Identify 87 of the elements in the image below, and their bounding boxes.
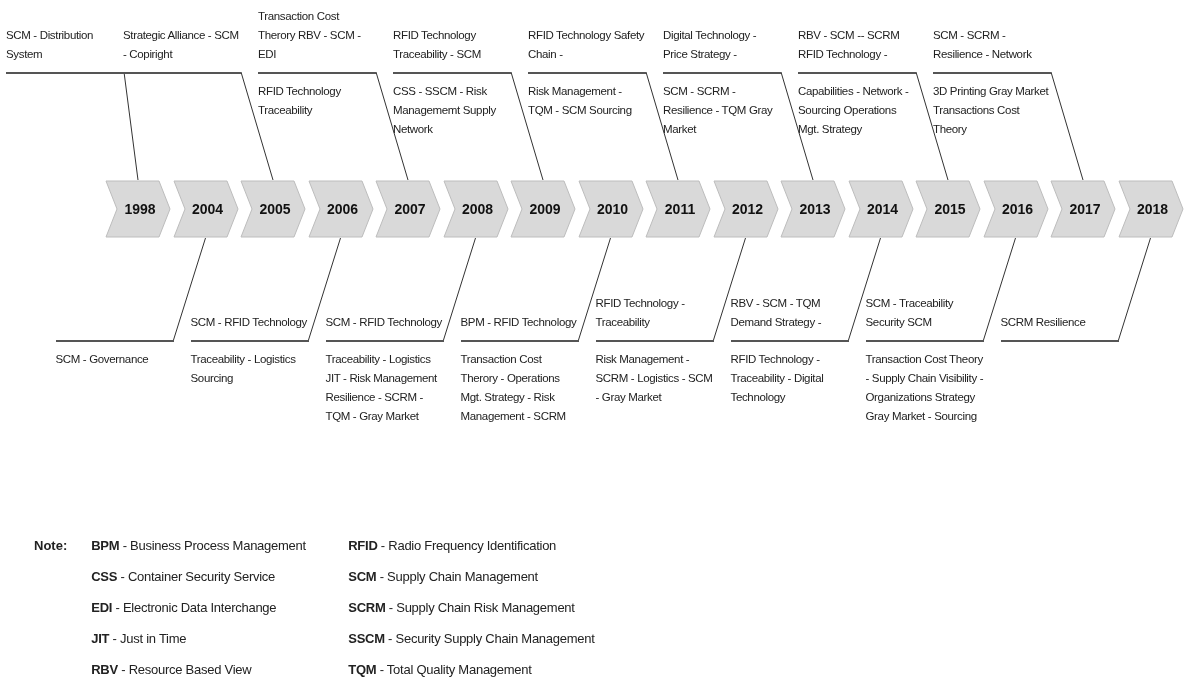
- year-label: 2005: [258, 199, 291, 219]
- abbreviation-note: SCM - Supply Chain Management: [348, 568, 539, 586]
- abbreviation-note: BPM - Business Process Management: [91, 537, 307, 555]
- timeline-segment: [375, 180, 441, 238]
- note-heading: Note:: [34, 537, 68, 555]
- timeline-segment: [780, 180, 846, 238]
- callout-text: SCM - Distribution System: [6, 28, 95, 62]
- timeline-segment: [645, 180, 711, 238]
- year-label: 2004: [190, 199, 224, 219]
- callout-text: SCRM Resilience: [1000, 315, 1087, 330]
- year-label: 2009: [528, 199, 561, 219]
- year-label: 2018: [1135, 199, 1169, 219]
- year-label: 2013: [798, 199, 831, 219]
- timeline-segment: [240, 180, 306, 238]
- leader-line: [1050, 71, 1084, 181]
- callout-text: Traceability - Logistics JIT - Risk Management Resilience - SCRM - TQM - Gray Market: [325, 352, 438, 424]
- callout-text: RBV - SCM -- SCRM RFID Technology -: [798, 28, 901, 62]
- year-label: 2017: [1068, 199, 1101, 219]
- callout-text: Transaction Cost Therory RBV - SCM - EDI: [258, 9, 362, 62]
- callout-text: Transaction Cost Therory - Operations Mgt. Strategy - Risk Management - SCRM: [460, 352, 567, 424]
- year-label: 2012: [730, 199, 764, 219]
- callout-text: BPM - RFID Technology: [460, 315, 578, 330]
- callout-text: SCM - Traceability Security SCM: [865, 296, 955, 330]
- year-label: 2010: [595, 199, 629, 219]
- timeline-segment: [1050, 180, 1116, 238]
- year-label: 2008: [460, 199, 494, 219]
- abbreviation-note: JIT - Just in Time: [91, 630, 188, 648]
- callout-text: Risk Management - TQM - SCM Sourcing: [528, 84, 633, 118]
- callout-text: 3D Printing Gray Market Transactions Cost Theory: [933, 84, 1050, 137]
- timeline-segment: [915, 180, 981, 238]
- abbreviation-note: RFID - Radio Frequency Identification: [348, 537, 558, 555]
- leader-line: [308, 237, 341, 341]
- timeline-segment: [982, 180, 1049, 238]
- timeline-segment: [442, 180, 509, 238]
- year-label: 2014: [865, 199, 899, 219]
- leader-line: [375, 71, 409, 181]
- callout-text: RFID Technology Traceability - SCM: [393, 28, 482, 62]
- leader-line: [780, 71, 814, 181]
- abbreviation-note: SSCM - Security Supply Chain Management: [348, 630, 596, 648]
- timeline-segment: [577, 180, 644, 238]
- year-label: 2011: [663, 199, 696, 219]
- abbreviation-note: CSS - Container Security Service: [91, 568, 277, 586]
- leader-line: [240, 71, 274, 181]
- timeline-segment: [307, 180, 374, 238]
- abbreviation-note: TQM - Total Quality Management: [348, 661, 533, 679]
- leader-line: [645, 71, 679, 181]
- timeline-segment: [712, 180, 779, 238]
- callout-text: Risk Management - SCRM - Logistics - SCM - Gray Market: [595, 352, 714, 405]
- year-label: 1998: [123, 199, 156, 219]
- callout-text: RFID Technology - Traceability: [595, 296, 686, 330]
- timeline-segment: [1117, 180, 1184, 238]
- leader-line: [173, 237, 206, 341]
- abbreviation-note: EDI - Electronic Data Interchange: [91, 599, 278, 617]
- year-label: 2015: [933, 199, 966, 219]
- callout-text: SCM - RFID Technology: [325, 315, 444, 330]
- callout-text: Digital Technology - Price Strategy -: [663, 28, 758, 62]
- timeline-segment: [510, 180, 576, 238]
- timeline-segment: [172, 180, 239, 238]
- year-label: 2016: [1000, 199, 1034, 219]
- year-label: 2007: [393, 199, 426, 219]
- callout-text: RFID Technology - Traceability - Digital Technology: [730, 352, 825, 405]
- leader-line: [123, 71, 139, 181]
- callout-text: RFID Technology Safety Chain -: [528, 28, 646, 62]
- leader-line: [1118, 237, 1151, 341]
- leader-line: [713, 237, 746, 341]
- callout-text: RFID Technology Traceability: [258, 84, 342, 118]
- callout-text: SCM - SCRM - Resilience - TQM Gray Market: [663, 84, 774, 137]
- leader-line: [578, 237, 611, 341]
- callout-text: Traceability - Logistics Sourcing: [190, 352, 297, 386]
- leader-line: [443, 237, 476, 341]
- callout-text: RBV - SCM - TQM Demand Strategy -: [730, 296, 823, 330]
- timeline-segment: [847, 180, 914, 238]
- leader-line: [915, 71, 949, 181]
- abbreviation-note: SCRM - Supply Chain Risk Management: [348, 599, 576, 617]
- leader-line: [510, 71, 544, 181]
- leader-line: [983, 237, 1016, 341]
- callout-text: Strategic Alliance - SCM - Copiright: [123, 28, 240, 62]
- callout-text: SCM - RFID Technology: [190, 315, 309, 330]
- timeline-segment: [105, 180, 171, 238]
- year-label: 2006: [325, 199, 359, 219]
- abbreviation-note: RBV - Resource Based View: [91, 661, 253, 679]
- callout-text: Transaction Cost Theory - Supply Chain Visibility - Organizations Strategy Gray Market - Sourcing: [865, 352, 984, 424]
- callout-text: SCM - SCRM - Resilience - Network: [933, 28, 1033, 62]
- callout-text: SCM - Governance: [55, 352, 150, 367]
- callout-text: Capabilities - Network - Sourcing Operations Mgt. Strategy: [798, 84, 910, 137]
- callout-text: CSS - SSCM - Risk Managememt Supply Network: [393, 84, 497, 137]
- leader-line: [848, 237, 881, 341]
